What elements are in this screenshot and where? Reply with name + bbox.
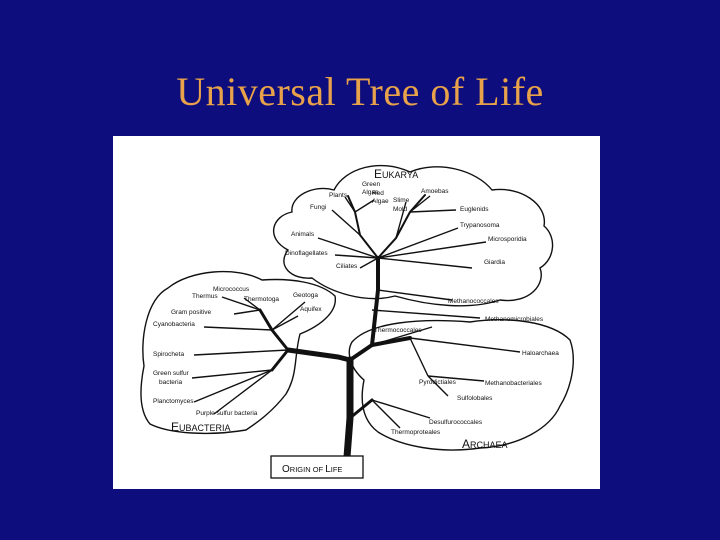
archaea-boundary (348, 319, 574, 451)
label-planctomyces: Planctomyces (153, 398, 194, 405)
domain-eubacteria: EUBACTERIA (171, 420, 231, 434)
label-thermus: Thermus (192, 293, 218, 300)
label-desulfurococcales: Desulfurococcales (429, 419, 483, 426)
slide-title: Universal Tree of Life (176, 69, 544, 114)
label-green-sulfur-1: Green sulfur (153, 370, 190, 377)
tree-diagram: EUKARYA EUBACTERIA ARCHAEA ORIGIN OF LIF… (140, 164, 574, 479)
label-red-algae-2: Algae (372, 198, 389, 205)
domain-eukarya: EUKARYA (374, 167, 418, 181)
bacteria-branches (191, 296, 306, 415)
label-methanobacteriales: Methanobacteriales (485, 380, 542, 387)
label-red-algae-1: Red (372, 190, 384, 197)
label-ciliates: Ciliates (336, 263, 358, 270)
label-amoebas: Amoebas (421, 188, 449, 195)
origin-of-life-label: ORIGIN OF LIFE (282, 464, 342, 475)
label-gram-positive: Gram positive (171, 309, 211, 316)
eukarya-boundary (272, 164, 554, 307)
label-green-algae-2: Algae (362, 189, 379, 196)
label-micrococcus: Micrococcus (213, 286, 250, 293)
label-giardia: Giardia (484, 259, 505, 266)
label-cyanobacteria: Cyanobacteria (153, 321, 195, 328)
label-methanomicrobiales: Methanomicrobiales (485, 316, 544, 323)
eukarya-branches (317, 195, 487, 319)
label-thermoproteales: Thermoproteales (391, 429, 441, 436)
label-methanococcales: Methanococcales (448, 298, 499, 305)
label-dinoflagellates: Dinoflagellates (285, 250, 328, 257)
label-pyrodictiales: Pyrodictiales (419, 379, 457, 386)
bacteria-boundary (140, 270, 336, 435)
label-green-algae-1: Green (362, 181, 380, 188)
label-trypanosoma: Trypanosoma (460, 222, 500, 229)
label-thermotoga: Thermotoga (244, 296, 279, 303)
tree-of-life-figure: EUKARYA EUBACTERIA ARCHAEA ORIGIN OF LIF… (113, 136, 600, 489)
label-haloarchaea: Haloarchaea (522, 350, 559, 357)
archaea-branches (371, 326, 521, 429)
label-plants: Plants (329, 192, 348, 199)
label-purple-sulfur-bacteria: Purple sulfur bacteria (196, 410, 258, 417)
label-slime-mold-1: Slime (393, 197, 410, 204)
label-green-sulfur-2: bacteria (159, 379, 183, 386)
label-spirocheta: Spirocheta (153, 351, 184, 358)
label-aquifex: Aquifex (300, 306, 322, 313)
label-animals: Animals (291, 231, 315, 238)
domain-archaea: ARCHAEA (462, 437, 508, 451)
label-thermococcales: Thermococcales (374, 327, 422, 334)
label-geotoga: Geotoga (293, 292, 318, 299)
label-microsporidia: Microsporidia (488, 236, 527, 243)
label-sulfolobales: Sulfolobales (457, 395, 493, 402)
label-fungi: Fungi (310, 204, 326, 211)
label-slime-mold-2: Mold (393, 206, 407, 213)
origin-box (270, 455, 364, 479)
label-euglenids: Euglenids (460, 206, 489, 213)
